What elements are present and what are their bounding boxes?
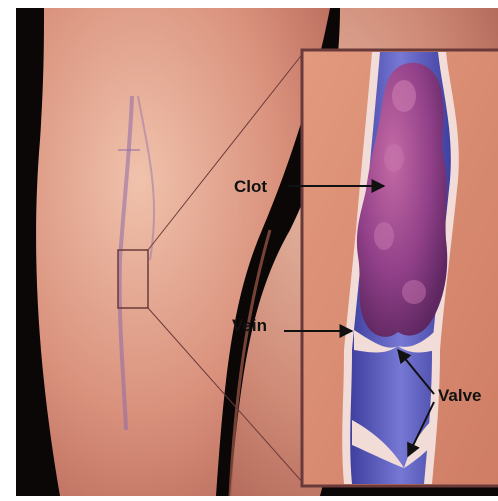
- clot-highlight: [392, 80, 416, 112]
- magnified-inset: [302, 50, 498, 486]
- clot-highlight: [384, 144, 404, 172]
- clot-highlight: [402, 280, 426, 304]
- clot-highlight: [374, 222, 394, 250]
- clot-label: Clot: [234, 177, 267, 196]
- vein-label: Vein: [232, 316, 267, 335]
- valve-label: Valve: [438, 386, 482, 405]
